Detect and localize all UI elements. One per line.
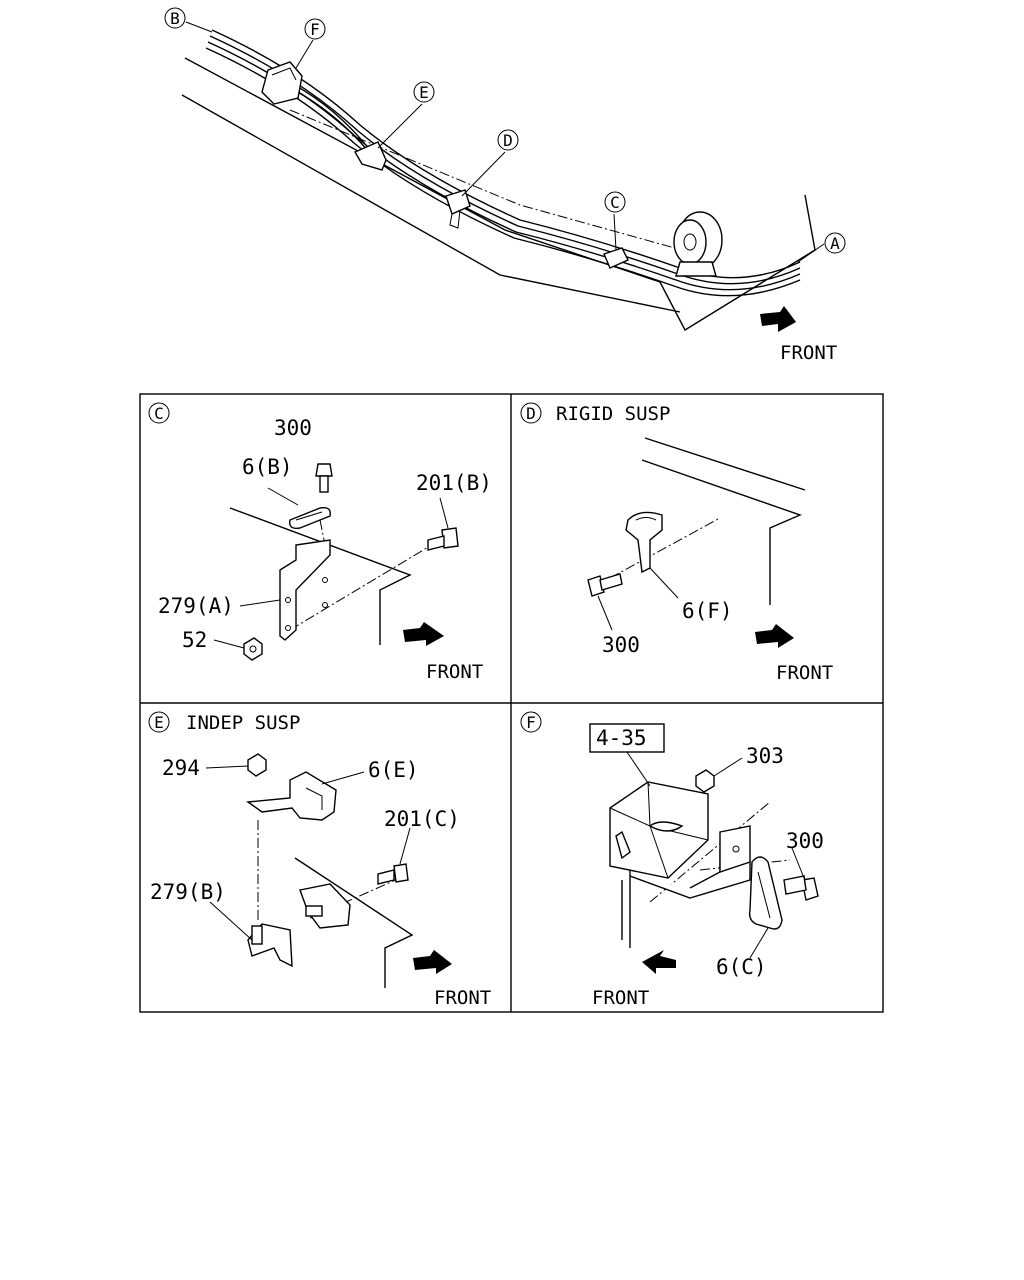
detail-grid [139, 393, 884, 1013]
panel-c-front-label: FRONT [426, 661, 483, 683]
panel-f: F [520, 711, 819, 974]
panel-d: D RIGID SUSP [520, 402, 806, 648]
part-label-300-d: 300 [602, 633, 640, 657]
panel-e-header: E [148, 711, 170, 733]
svg-text:E: E [154, 713, 164, 732]
part-label-52: 52 [182, 628, 207, 652]
svg-text:C: C [610, 193, 620, 212]
svg-text:E: E [419, 83, 429, 102]
panel-e-front-label: FRONT [434, 987, 491, 1009]
svg-text:C: C [154, 404, 164, 423]
svg-text:B: B [170, 9, 180, 28]
overview-front-label: FRONT [780, 342, 837, 364]
panel-c-header: C [148, 402, 170, 424]
overview-leaders [185, 21, 825, 263]
callout-c[interactable]: C [604, 191, 626, 213]
part-label-201c: 201(C) [384, 807, 460, 831]
panel-f-header: F [520, 711, 542, 733]
part-label-300: 300 [274, 416, 312, 440]
part-label-6e: 6(E) [368, 758, 419, 782]
callout-e[interactable]: E [413, 81, 435, 103]
svg-text:D: D [503, 131, 513, 150]
part-label-6f: 6(F) [682, 599, 733, 623]
panel-d-front-label: FRONT [776, 662, 833, 684]
part-label-201b: 201(B) [416, 471, 492, 495]
part-label-300-f: 300 [786, 829, 824, 853]
callout-a[interactable]: A [824, 232, 846, 254]
part-label-6c: 6(C) [716, 955, 767, 979]
overview-drawing [181, 29, 816, 332]
svg-text:F: F [310, 20, 320, 39]
part-label-303: 303 [746, 744, 784, 768]
panel-d-header: D [520, 402, 542, 424]
panel-c: C [148, 402, 459, 661]
svg-text:A: A [830, 234, 840, 253]
ref-box-4-35[interactable]: 4-35 [596, 726, 647, 750]
part-label-6b: 6(B) [242, 455, 293, 479]
svg-text:D: D [526, 404, 536, 423]
callout-d[interactable]: D [497, 129, 519, 151]
callout-f[interactable]: F [304, 18, 326, 40]
panel-d-title: RIGID SUSP [556, 403, 670, 425]
part-label-294: 294 [162, 756, 200, 780]
part-label-279a: 279(A) [158, 594, 234, 618]
panel-f-front-label: FRONT [592, 987, 649, 1009]
svg-text:F: F [526, 713, 536, 732]
callout-b[interactable]: B [164, 7, 186, 29]
part-label-279b: 279(B) [150, 880, 226, 904]
panel-e-title: INDEP SUSP [186, 712, 300, 734]
panel-e: E INDEP SUSP [148, 711, 452, 988]
